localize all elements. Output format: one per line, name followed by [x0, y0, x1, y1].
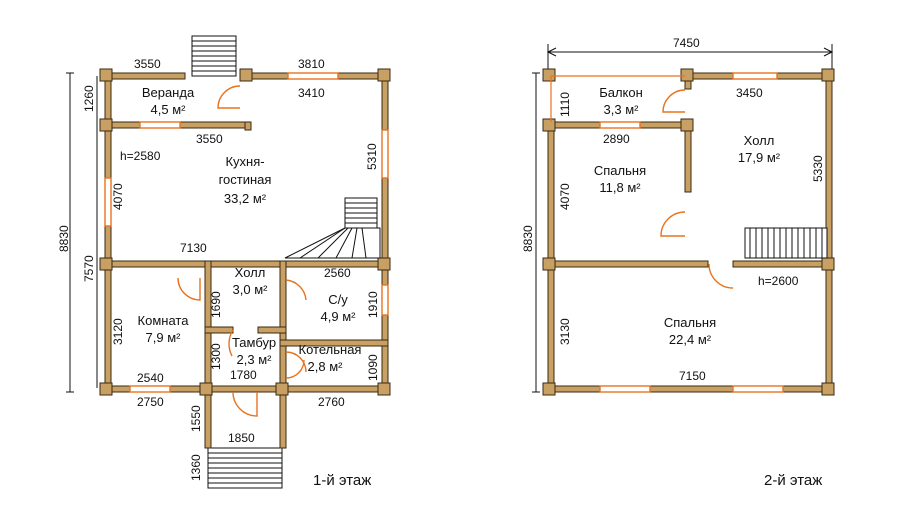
floor-2-windows — [599, 72, 784, 393]
dim-1260: 1260 — [82, 85, 96, 112]
dim-4070-f2: 4070 — [558, 183, 572, 210]
bedroom-big-name: Спальня — [664, 315, 716, 330]
veranda-area: 4,5 м² — [151, 102, 187, 117]
dim-5330: 5330 — [811, 155, 825, 182]
balcony-railing — [550, 75, 685, 122]
dim-1300: 1300 — [209, 343, 223, 370]
dim-5310: 5310 — [365, 143, 379, 170]
porch-post-left — [204, 391, 212, 449]
entrance-stairs-bottom — [207, 447, 283, 489]
floor-1-doors — [177, 85, 307, 417]
hall-2-name: Холл — [744, 133, 775, 148]
kitchen-name-2: гостиная — [219, 172, 272, 187]
bedroom-small-area: 11,8 м² — [599, 180, 641, 195]
dim-7450: 7450 — [673, 36, 700, 50]
porch-post-right — [279, 391, 287, 449]
hall-name: Холл — [235, 265, 266, 280]
dim-2540: 2540 — [137, 371, 164, 385]
floor-2-doors — [660, 89, 734, 289]
bedroom-small-name: Спальня — [594, 163, 646, 178]
dim-1910: 1910 — [366, 291, 380, 318]
dim-2750: 2750 — [137, 395, 164, 409]
interior-stair — [284, 197, 381, 259]
balcony-name: Балкон — [599, 85, 643, 100]
kitchen-area: 33,2 м² — [224, 191, 267, 206]
bedroom-big-area: 22,4 м² — [669, 332, 712, 347]
floor-1-corner-knots — [99, 68, 391, 396]
dim-3810: 3810 — [298, 57, 325, 71]
balcony-area: 3,3 м² — [604, 102, 640, 117]
boiler-area: 2,8 м² — [308, 359, 344, 374]
floor-2-height-dimension — [532, 72, 540, 393]
veranda-name: Веранда — [142, 85, 195, 100]
floor-1-plan: Веранда 4,5 м² Кухня- гостиная 33,2 м² Х… — [57, 35, 391, 489]
dim-1780: 1780 — [230, 368, 257, 382]
dim-1360: 1360 — [189, 454, 203, 481]
entrance-stairs-top — [191, 35, 237, 77]
dim-7130: 7130 — [180, 241, 207, 255]
dim-8830: 8830 — [57, 225, 71, 252]
hall-2-area: 17,9 м² — [738, 150, 781, 165]
boiler-name: Котельная — [299, 342, 362, 357]
dim-8830-f2: 8830 — [521, 225, 535, 252]
dim-7570: 7570 — [82, 255, 96, 282]
dim-2760: 2760 — [318, 395, 345, 409]
dim-3550-top: 3550 — [134, 57, 161, 71]
floor-2-stair — [744, 227, 828, 259]
floor-1-windows — [104, 72, 389, 393]
dim-3120: 3120 — [111, 318, 125, 345]
dim-3410: 3410 — [298, 86, 325, 100]
dim-3450: 3450 — [736, 86, 763, 100]
bathroom-area: 4,9 м² — [321, 309, 357, 324]
dim-3550-mid: 3550 — [196, 132, 223, 146]
vestibule-area: 2,3 м² — [237, 352, 273, 367]
floor-2-plan: 7450 — [521, 36, 835, 489]
dim-1850: 1850 — [228, 431, 255, 445]
floor-1-caption: 1-й этаж — [313, 472, 371, 489]
floor-2-caption: 2-й этаж — [764, 472, 822, 489]
floor-1-dimension-lines — [66, 72, 98, 393]
floor-2-width-dimension — [546, 44, 834, 70]
room-name: Комната — [138, 313, 190, 328]
dim-4070: 4070 — [111, 183, 125, 210]
dim-1550: 1550 — [189, 405, 203, 432]
floor-1-height: h=2580 — [120, 149, 161, 163]
bathroom-name: С/у — [328, 292, 348, 307]
dim-2890: 2890 — [603, 132, 630, 146]
dim-7150: 7150 — [679, 369, 706, 383]
dim-1110: 1110 — [558, 92, 572, 117]
vestibule-name: Тамбур — [232, 335, 276, 350]
dim-2560: 2560 — [324, 266, 351, 280]
dim-3130: 3130 — [558, 318, 572, 345]
floor-2-corner-knots — [542, 68, 835, 396]
floor-2-height: h=2600 — [758, 274, 799, 288]
dim-1090: 1090 — [366, 354, 380, 381]
room-area: 7,9 м² — [146, 330, 182, 345]
kitchen-name-1: Кухня- — [225, 154, 264, 169]
hall-area: 3,0 м² — [233, 282, 269, 297]
dim-1690: 1690 — [209, 291, 223, 318]
